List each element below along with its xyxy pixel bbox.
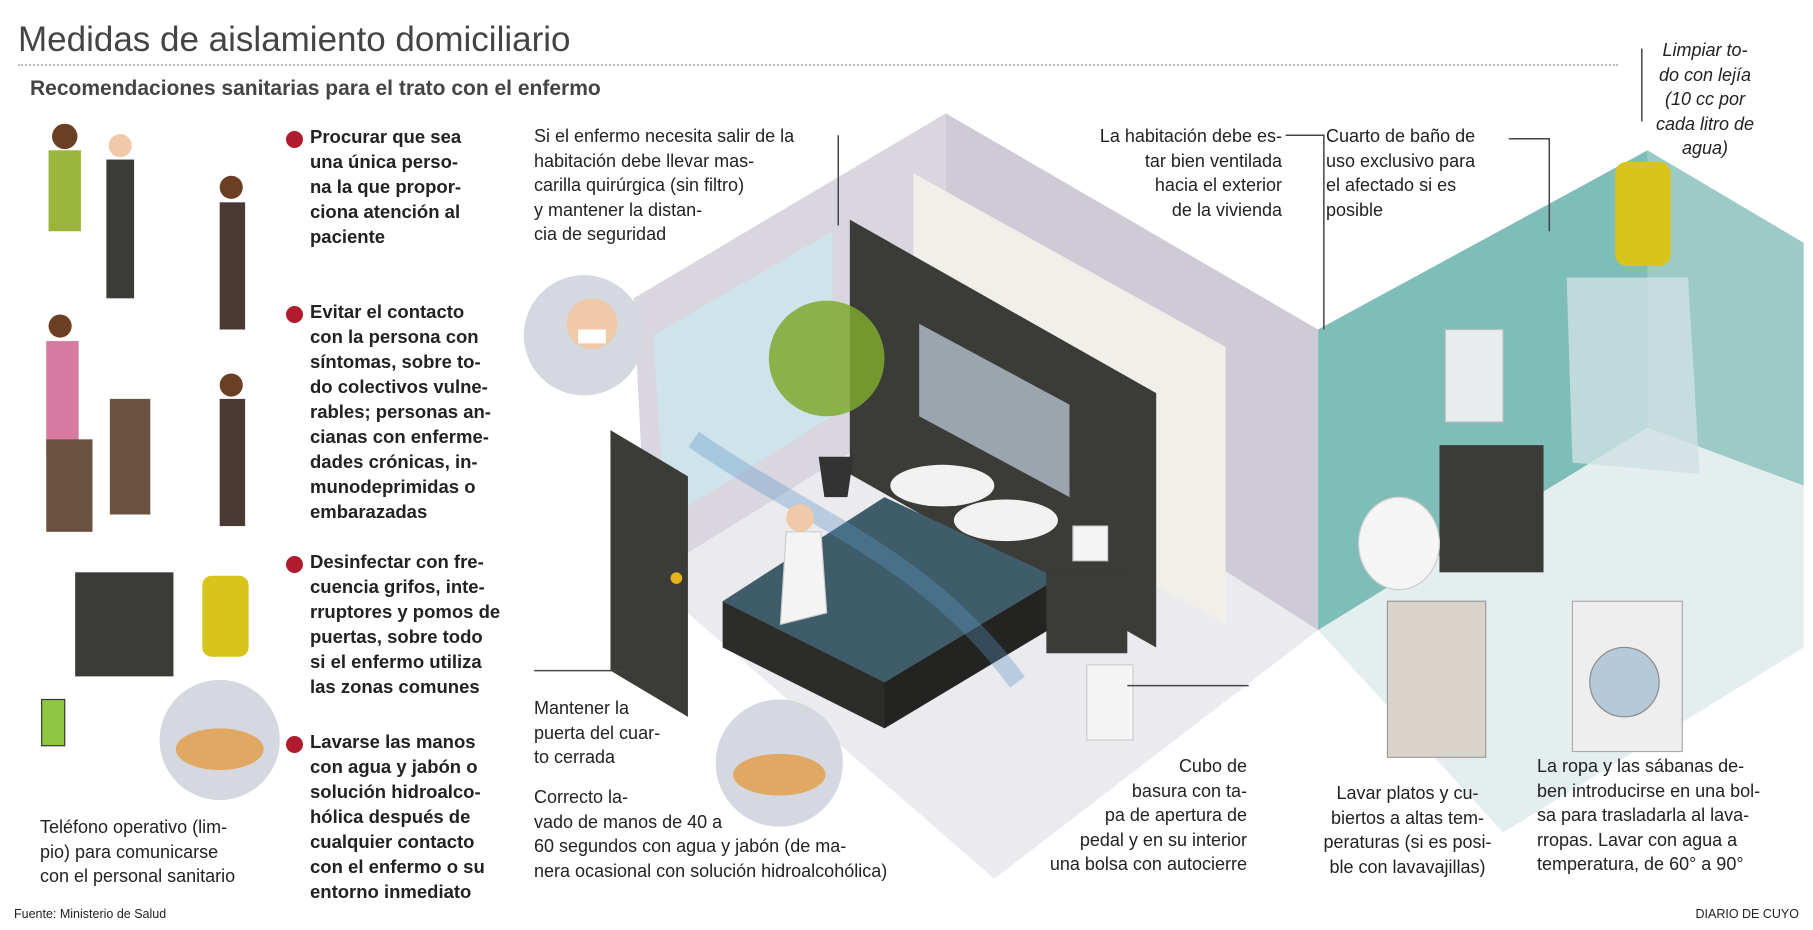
pillow bbox=[890, 464, 995, 507]
battery-icon bbox=[41, 698, 66, 747]
recommendation-avoid-contact: Evitar el contacto con la persona con sí… bbox=[310, 301, 491, 522]
note-door: Mantener la puerta del cuar- to cerrada bbox=[534, 698, 661, 767]
window bbox=[653, 231, 833, 521]
lamp bbox=[1072, 525, 1109, 562]
bed bbox=[722, 497, 1058, 683]
airflow-arrow bbox=[688, 431, 1025, 688]
bed-base-side bbox=[884, 578, 1058, 729]
bullet-dot bbox=[286, 736, 303, 753]
door bbox=[610, 430, 688, 717]
recommendation-disinfect: Desinfectar con fre- cuencia grifos, int… bbox=[310, 551, 501, 697]
plant-pot bbox=[818, 456, 854, 498]
bullet-dot bbox=[286, 131, 303, 148]
person-sitting bbox=[779, 531, 828, 626]
source-credit: Fuente: Ministerio de Salud bbox=[14, 907, 167, 921]
door-knob bbox=[670, 572, 683, 584]
publisher-brand: DIARIO DE CUYO bbox=[1695, 907, 1800, 921]
sink-icon bbox=[75, 572, 174, 677]
note-mask: Si el enfermo necesita salir de la habit… bbox=[534, 126, 795, 244]
pillow bbox=[953, 499, 1058, 542]
note-bleach: Limpiar to- do con lejía (10 cc por cada… bbox=[1655, 40, 1755, 158]
bullet-dot bbox=[286, 556, 303, 573]
recommendation-wash-hands: Lavarse las manos con agua y jabón o sol… bbox=[310, 731, 485, 902]
page-subtitle: Recomendaciones sanitarias para el trato… bbox=[30, 77, 601, 100]
note-laundry: La ropa y las sábanas de- ben introducir… bbox=[1537, 756, 1761, 874]
note-bin: Cubo de basura con ta- pa de apertura de… bbox=[1049, 756, 1247, 874]
note-bathroom: Cuarto de baño de uso exclusivo para el … bbox=[1326, 126, 1476, 220]
bathroom-sink bbox=[1439, 445, 1544, 573]
phone-caption: Teléfono operativo (lim- pio) para comun… bbox=[40, 817, 236, 886]
note-dishes: Lavar platos y cu- biertos a altas tem- … bbox=[1323, 783, 1492, 877]
recommendation-single-caregiver: Procurar que sea una única perso- na la … bbox=[310, 126, 462, 247]
page-title: Medidas de aislamiento domiciliario bbox=[18, 20, 571, 59]
bullet-dot bbox=[286, 306, 303, 323]
mirror bbox=[919, 323, 1070, 498]
dishwasher bbox=[1386, 600, 1487, 758]
plant bbox=[768, 300, 885, 417]
toilet bbox=[1357, 496, 1441, 591]
bleach-bottle bbox=[1615, 161, 1671, 266]
note-handwash: Correcto la- vado de manos de 40 a 60 se… bbox=[534, 787, 888, 881]
people-icons bbox=[46, 123, 246, 532]
shower bbox=[1566, 277, 1700, 475]
note-ventilation: La habitación debe es- tar bien ventilad… bbox=[1099, 126, 1282, 220]
bathroom-mirror bbox=[1444, 328, 1504, 423]
bottle-icon bbox=[202, 575, 249, 657]
bed-base bbox=[722, 601, 885, 729]
title-divider bbox=[18, 64, 1618, 66]
washing-machine-door bbox=[1589, 646, 1660, 718]
trash-bin bbox=[1086, 664, 1134, 741]
nightstand bbox=[1046, 572, 1128, 654]
